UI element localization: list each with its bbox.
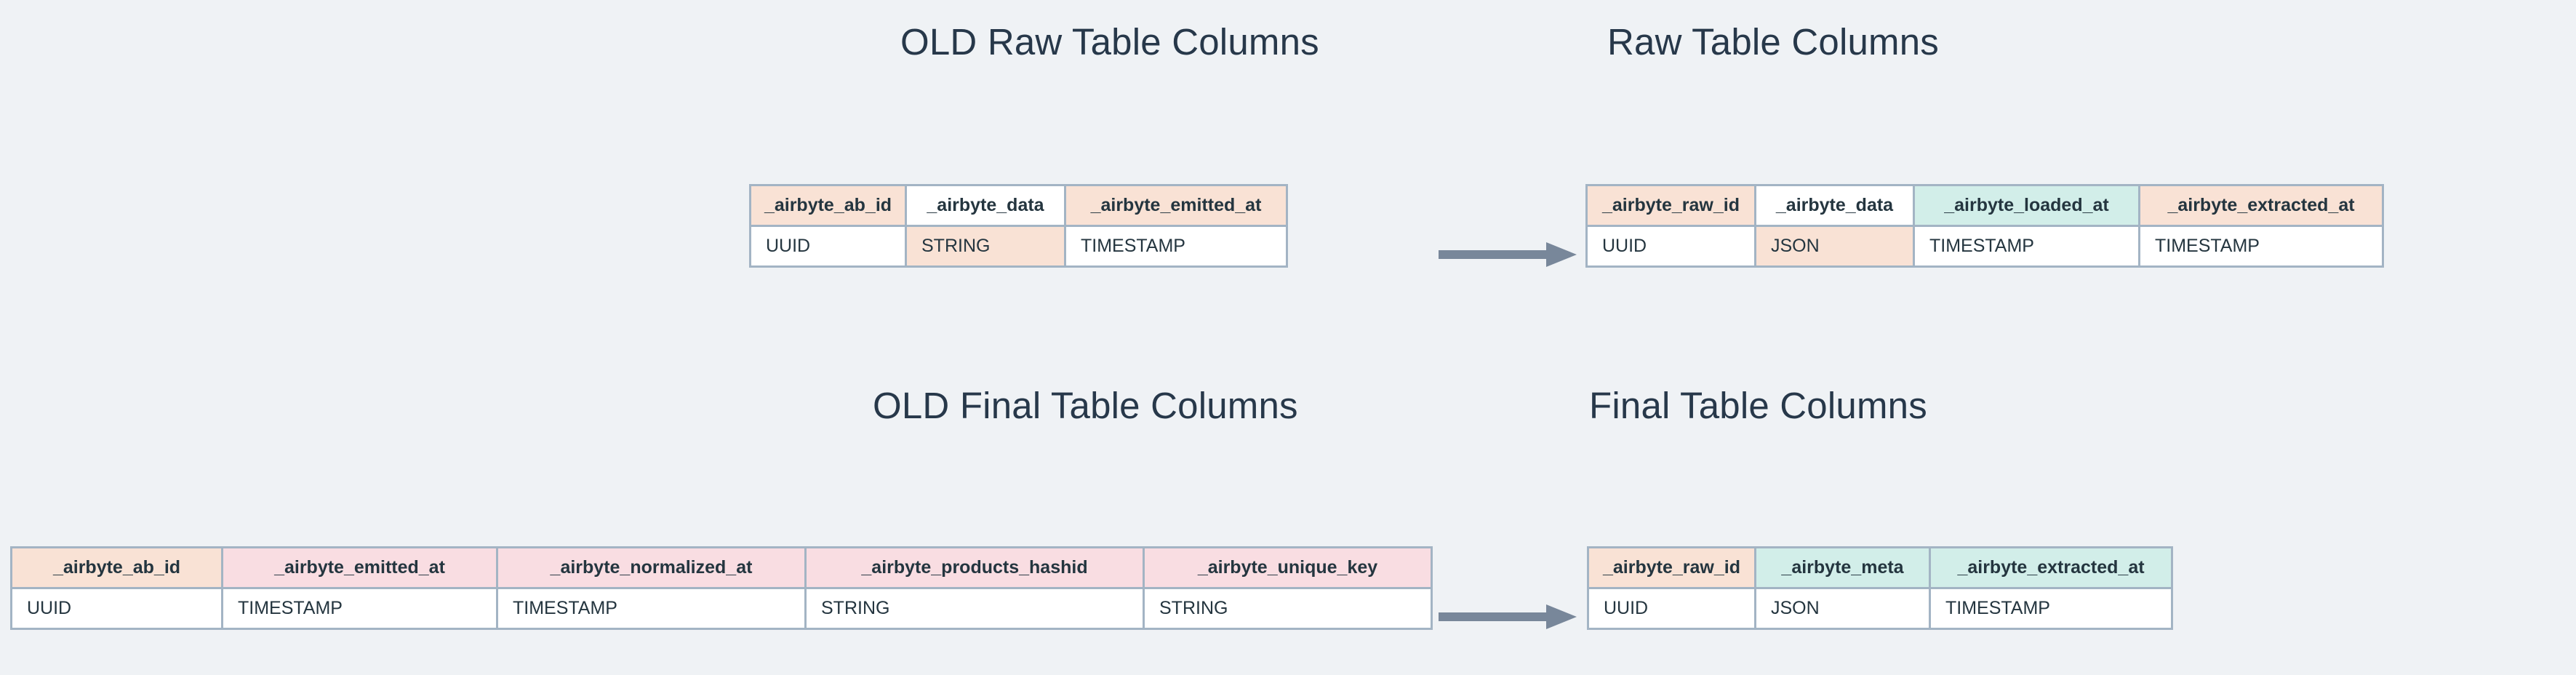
column-type-airbyte-raw-id: UUID <box>1585 225 1756 268</box>
column-header-airbyte-meta: _airbyte_meta <box>1754 546 1931 589</box>
table-old-raw-columns: _airbyte_ab_id _airbyte_data _airbyte_em… <box>749 184 1288 268</box>
column-type-airbyte-ab-id: UUID <box>10 587 223 630</box>
column-header-airbyte-emitted-at: _airbyte_emitted_at <box>1064 184 1288 227</box>
arrow-right-icon-raw <box>1439 239 1577 271</box>
table-row-types: UUID TIMESTAMP TIMESTAMP STRING STRING <box>10 587 1433 630</box>
column-type-airbyte-loaded-at: TIMESTAMP <box>1913 225 2140 268</box>
table-row-headers: _airbyte_raw_id _airbyte_meta _airbyte_e… <box>1587 546 2173 589</box>
column-header-airbyte-extracted-at: _airbyte_extracted_at <box>2138 184 2384 227</box>
page-title-raw-table-columns: Raw Table Columns <box>1607 21 1940 63</box>
page-title-old-final-table-columns: OLD Final Table Columns <box>873 385 1298 426</box>
column-type-airbyte-raw-id: UUID <box>1587 587 1756 630</box>
column-header-airbyte-extracted-at: _airbyte_extracted_at <box>1929 546 2173 589</box>
table-final-columns: _airbyte_raw_id _airbyte_meta _airbyte_e… <box>1587 546 2173 630</box>
column-type-airbyte-products-hashid: STRING <box>804 587 1145 630</box>
column-type-airbyte-emitted-at: TIMESTAMP <box>1064 225 1288 268</box>
column-type-airbyte-data: STRING <box>905 225 1066 268</box>
table-row-types: UUID STRING TIMESTAMP <box>749 225 1288 268</box>
column-type-airbyte-ab-id: UUID <box>749 225 907 268</box>
column-type-airbyte-data: JSON <box>1754 225 1915 268</box>
table-row-headers: _airbyte_raw_id _airbyte_data _airbyte_l… <box>1585 184 2384 227</box>
arrow-right-icon-final <box>1439 601 1577 633</box>
column-type-airbyte-extracted-at: TIMESTAMP <box>2138 225 2384 268</box>
column-header-airbyte-data: _airbyte_data <box>905 184 1066 227</box>
column-header-airbyte-raw-id: _airbyte_raw_id <box>1587 546 1756 589</box>
column-header-airbyte-normalized-at: _airbyte_normalized_at <box>496 546 807 589</box>
table-row-types: UUID JSON TIMESTAMP TIMESTAMP <box>1585 225 2384 268</box>
column-type-airbyte-unique-key: STRING <box>1143 587 1433 630</box>
table-row-headers: _airbyte_ab_id _airbyte_data _airbyte_em… <box>749 184 1288 227</box>
column-type-airbyte-normalized-at: TIMESTAMP <box>496 587 807 630</box>
column-type-airbyte-extracted-at: TIMESTAMP <box>1929 587 2173 630</box>
column-header-airbyte-ab-id: _airbyte_ab_id <box>10 546 223 589</box>
column-header-airbyte-emitted-at: _airbyte_emitted_at <box>221 546 498 589</box>
table-old-final-columns: _airbyte_ab_id _airbyte_emitted_at _airb… <box>10 546 1433 630</box>
page-title-old-raw-table-columns: OLD Raw Table Columns <box>900 21 1319 63</box>
column-header-airbyte-loaded-at: _airbyte_loaded_at <box>1913 184 2140 227</box>
page-title-final-table-columns: Final Table Columns <box>1589 385 1927 426</box>
column-type-airbyte-emitted-at: TIMESTAMP <box>221 587 498 630</box>
column-header-airbyte-data: _airbyte_data <box>1754 184 1915 227</box>
column-header-airbyte-products-hashid: _airbyte_products_hashid <box>804 546 1145 589</box>
column-type-airbyte-meta: JSON <box>1754 587 1931 630</box>
column-header-airbyte-unique-key: _airbyte_unique_key <box>1143 546 1433 589</box>
table-row-headers: _airbyte_ab_id _airbyte_emitted_at _airb… <box>10 546 1433 589</box>
column-header-airbyte-ab-id: _airbyte_ab_id <box>749 184 907 227</box>
column-header-airbyte-raw-id: _airbyte_raw_id <box>1585 184 1756 227</box>
table-row-types: UUID JSON TIMESTAMP <box>1587 587 2173 630</box>
table-raw-columns: _airbyte_raw_id _airbyte_data _airbyte_l… <box>1585 184 2384 268</box>
